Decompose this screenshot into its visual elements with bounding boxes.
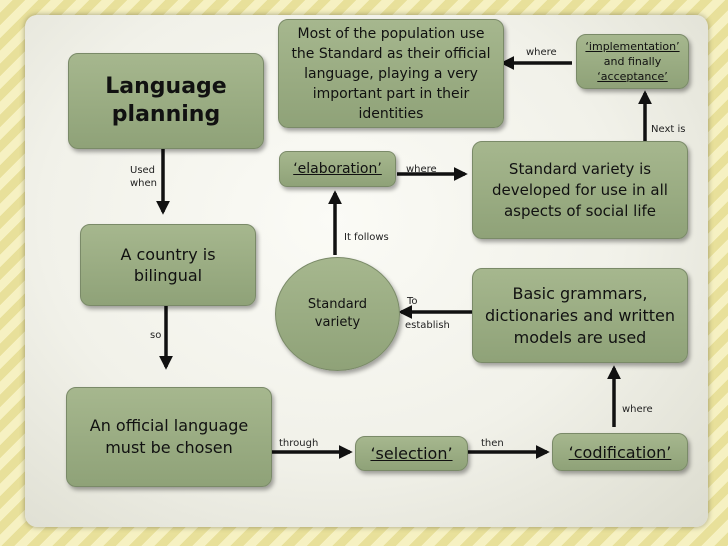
node-codification: ‘codification’: [552, 433, 688, 471]
edge-label-then: then: [481, 438, 504, 449]
node-developed: Standard variety is developed for use in…: [472, 141, 688, 239]
node-official-language: An official language must be chosen: [66, 387, 272, 487]
node-population: Most of the population use the Standard …: [278, 19, 504, 128]
node-population-text: Most of the population use the Standard …: [291, 25, 491, 122]
edge-label-used-when-a: Used: [130, 165, 156, 176]
node-implementation: ‘implementation’ and finally ‘acceptance…: [576, 34, 689, 89]
edge-label-where-codification: where: [622, 404, 653, 415]
edge-label-where-implementation: where: [526, 47, 557, 58]
node-language-planning-text: Language planning: [105, 74, 227, 127]
node-elaboration-text: ‘elaboration’: [293, 161, 382, 177]
node-country-bilingual-text: A country is bilingual: [120, 245, 216, 285]
edge-label-to-b: establish: [405, 320, 450, 331]
node-codification-text: ‘codification’: [568, 442, 672, 462]
node-standard-variety-text: Standard variety: [307, 297, 368, 330]
node-selection: ‘selection’: [355, 436, 468, 471]
node-standard-variety: Standard variety: [275, 257, 400, 371]
edge-label-so: so: [150, 330, 162, 341]
node-implementation-text-b: and finally: [603, 55, 662, 68]
node-basic-grammars-text: Basic grammars, dictionaries and written…: [485, 283, 675, 347]
node-implementation-text-a: ‘implementation’: [585, 40, 680, 53]
node-developed-text: Standard variety is developed for use in…: [492, 159, 668, 220]
edge-label-used-when-b: when: [130, 178, 158, 189]
node-official-language-text: An official language must be chosen: [89, 416, 249, 457]
node-selection-text: ‘selection’: [370, 444, 453, 463]
edge-label-where-elaboration: where: [406, 164, 437, 175]
node-elaboration: ‘elaboration’: [279, 151, 396, 187]
node-implementation-text-c: ‘acceptance’: [597, 70, 668, 83]
edge-label-it-follows: It follows: [344, 232, 389, 243]
edge-label-through: through: [279, 438, 319, 449]
edge-label-to-a: To: [407, 296, 418, 307]
edge-label-next-is: Next is: [651, 124, 686, 135]
node-country-bilingual: A country is bilingual: [80, 224, 256, 306]
node-language-planning: Language planning: [68, 53, 264, 149]
node-basic-grammars: Basic grammars, dictionaries and written…: [472, 268, 688, 363]
